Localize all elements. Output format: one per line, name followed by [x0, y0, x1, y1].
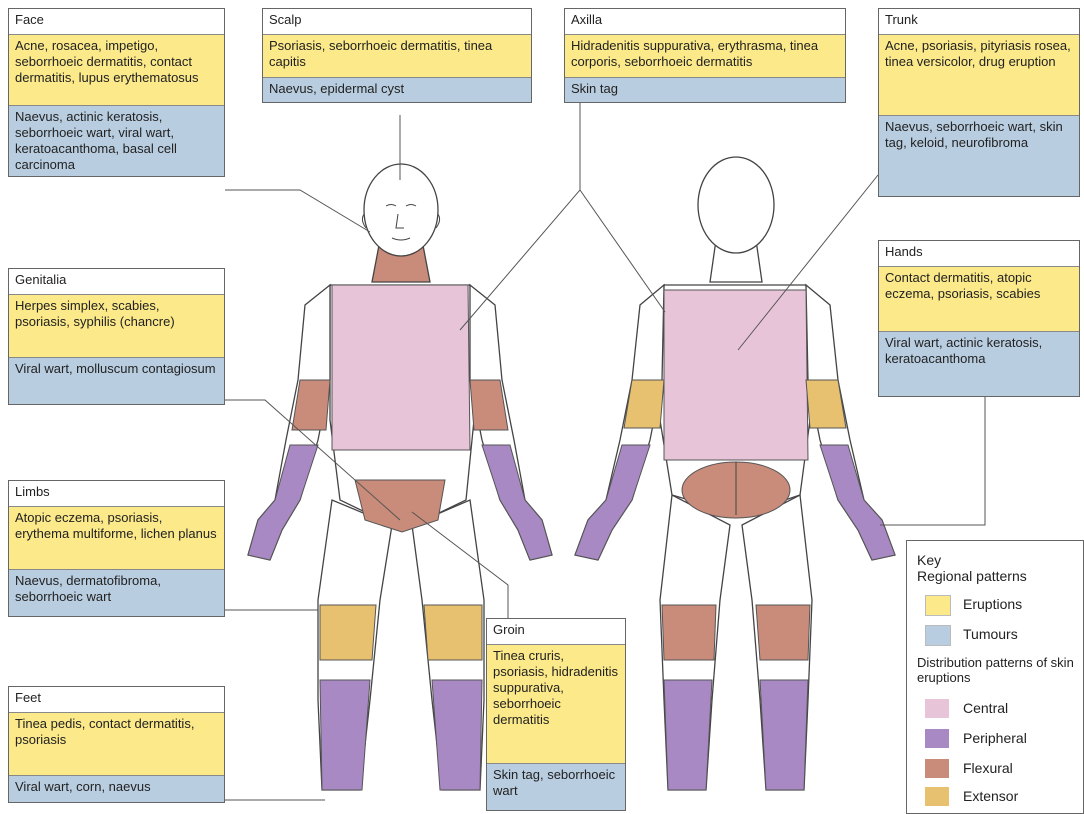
- extensor-swatch: [925, 787, 949, 806]
- back-right-popliteal: [756, 605, 810, 660]
- tumours-label: Tumours: [963, 627, 1018, 642]
- eruptions-swatch: [925, 595, 951, 616]
- peripheral-swatch: [925, 729, 949, 748]
- trunk-title: Trunk: [879, 9, 1079, 35]
- genitalia-tumours: Viral wart, molluscum contagiosum: [9, 358, 224, 404]
- feet-title: Feet: [9, 687, 224, 713]
- scalp-tumours: Naevus, epidermal cyst: [263, 78, 531, 102]
- face-tumours: Naevus, actinic keratosis, seborrhoeic w…: [9, 106, 224, 176]
- back-right-forearm: [820, 445, 895, 560]
- hands-leader: [880, 395, 985, 525]
- face-leader: [225, 190, 370, 232]
- front-central-zone: [332, 285, 470, 450]
- limbs-box: Limbs Atopic eczema, psoriasis, erythema…: [8, 480, 225, 617]
- back-head: [698, 157, 774, 253]
- eruptions-label: Eruptions: [963, 597, 1022, 612]
- axilla-leader-2: [580, 190, 665, 312]
- back-left-popliteal: [662, 605, 716, 660]
- scalp-eruptions: Psoriasis, seborrhoeic dermatitis, tinea…: [263, 35, 531, 78]
- flexural-swatch: [925, 759, 949, 778]
- front-head: [364, 164, 438, 256]
- hands-eruptions: Contact dermatitis, atopic eczema, psori…: [879, 267, 1079, 332]
- front-right-knee: [424, 605, 482, 660]
- tumours-swatch: [925, 625, 951, 646]
- back-central-zone: [664, 290, 808, 460]
- front-left-lower-leg: [320, 680, 370, 790]
- back-left-forearm: [575, 445, 650, 560]
- hands-title: Hands: [879, 241, 1079, 267]
- hands-box: Hands Contact dermatitis, atopic eczema,…: [878, 240, 1080, 397]
- front-right-lower-leg: [432, 680, 482, 790]
- trunk-tumours: Naevus, seborrhoeic wart, skin tag, kelo…: [879, 116, 1079, 196]
- hands-tumours: Viral wart, actinic keratosis, keratoaca…: [879, 332, 1079, 396]
- genitalia-eruptions: Herpes simplex, scabies, psoriasis, syph…: [9, 295, 224, 358]
- scalp-title: Scalp: [263, 9, 531, 35]
- groin-tumours: Skin tag, seborrhoeic wart: [487, 764, 625, 810]
- trunk-eruptions: Acne, psoriasis, pityriasis rosea, tinea…: [879, 35, 1079, 116]
- genitalia-box: Genitalia Herpes simplex, scabies, psori…: [8, 268, 225, 405]
- axilla-box: Axilla Hidradenitis suppurativa, erythra…: [564, 8, 846, 103]
- trunk-box: Trunk Acne, psoriasis, pityriasis rosea,…: [878, 8, 1080, 197]
- key-panel: Key Regional patterns Eruptions Tumours …: [906, 540, 1084, 814]
- groin-title: Groin: [487, 619, 625, 645]
- peripheral-label: Peripheral: [963, 731, 1027, 746]
- axilla-title: Axilla: [565, 9, 845, 35]
- key-regional-heading: Regional patterns: [917, 569, 1027, 584]
- back-right-lower-leg: [760, 680, 808, 790]
- feet-box: Feet Tinea pedis, contact dermatitis, ps…: [8, 686, 225, 803]
- face-eruptions: Acne, rosacea, impetigo, seborrhoeic der…: [9, 35, 224, 106]
- central-swatch: [925, 699, 949, 718]
- limbs-tumours: Naevus, dermatofibroma, seborrhoeic wart: [9, 570, 224, 616]
- face-box: Face Acne, rosacea, impetigo, seborrhoei…: [8, 8, 225, 177]
- central-label: Central: [963, 701, 1008, 716]
- limbs-title: Limbs: [9, 481, 224, 507]
- key-title: Key: [917, 553, 941, 568]
- front-left-knee: [320, 605, 376, 660]
- back-left-lower-leg: [664, 680, 712, 790]
- key-distribution-heading: Distribution patterns of skin eruptions: [917, 655, 1079, 685]
- groin-box: Groin Tinea cruris, psoriasis, hidradeni…: [486, 618, 626, 811]
- genitalia-title: Genitalia: [9, 269, 224, 295]
- scalp-box: Scalp Psoriasis, seborrhoeic dermatitis,…: [262, 8, 532, 103]
- feet-tumours: Viral wart, corn, naevus: [9, 776, 224, 802]
- face-title: Face: [9, 9, 224, 35]
- groin-eruptions: Tinea cruris, psoriasis, hidradenitis su…: [487, 645, 625, 764]
- axilla-tumours: Skin tag: [565, 78, 845, 102]
- axilla-eruptions: Hidradenitis suppurativa, erythrasma, ti…: [565, 35, 845, 78]
- feet-eruptions: Tinea pedis, contact dermatitis, psorias…: [9, 713, 224, 776]
- flexural-label: Flexural: [963, 761, 1013, 776]
- extensor-label: Extensor: [963, 789, 1018, 804]
- limbs-eruptions: Atopic eczema, psoriasis, erythema multi…: [9, 507, 224, 570]
